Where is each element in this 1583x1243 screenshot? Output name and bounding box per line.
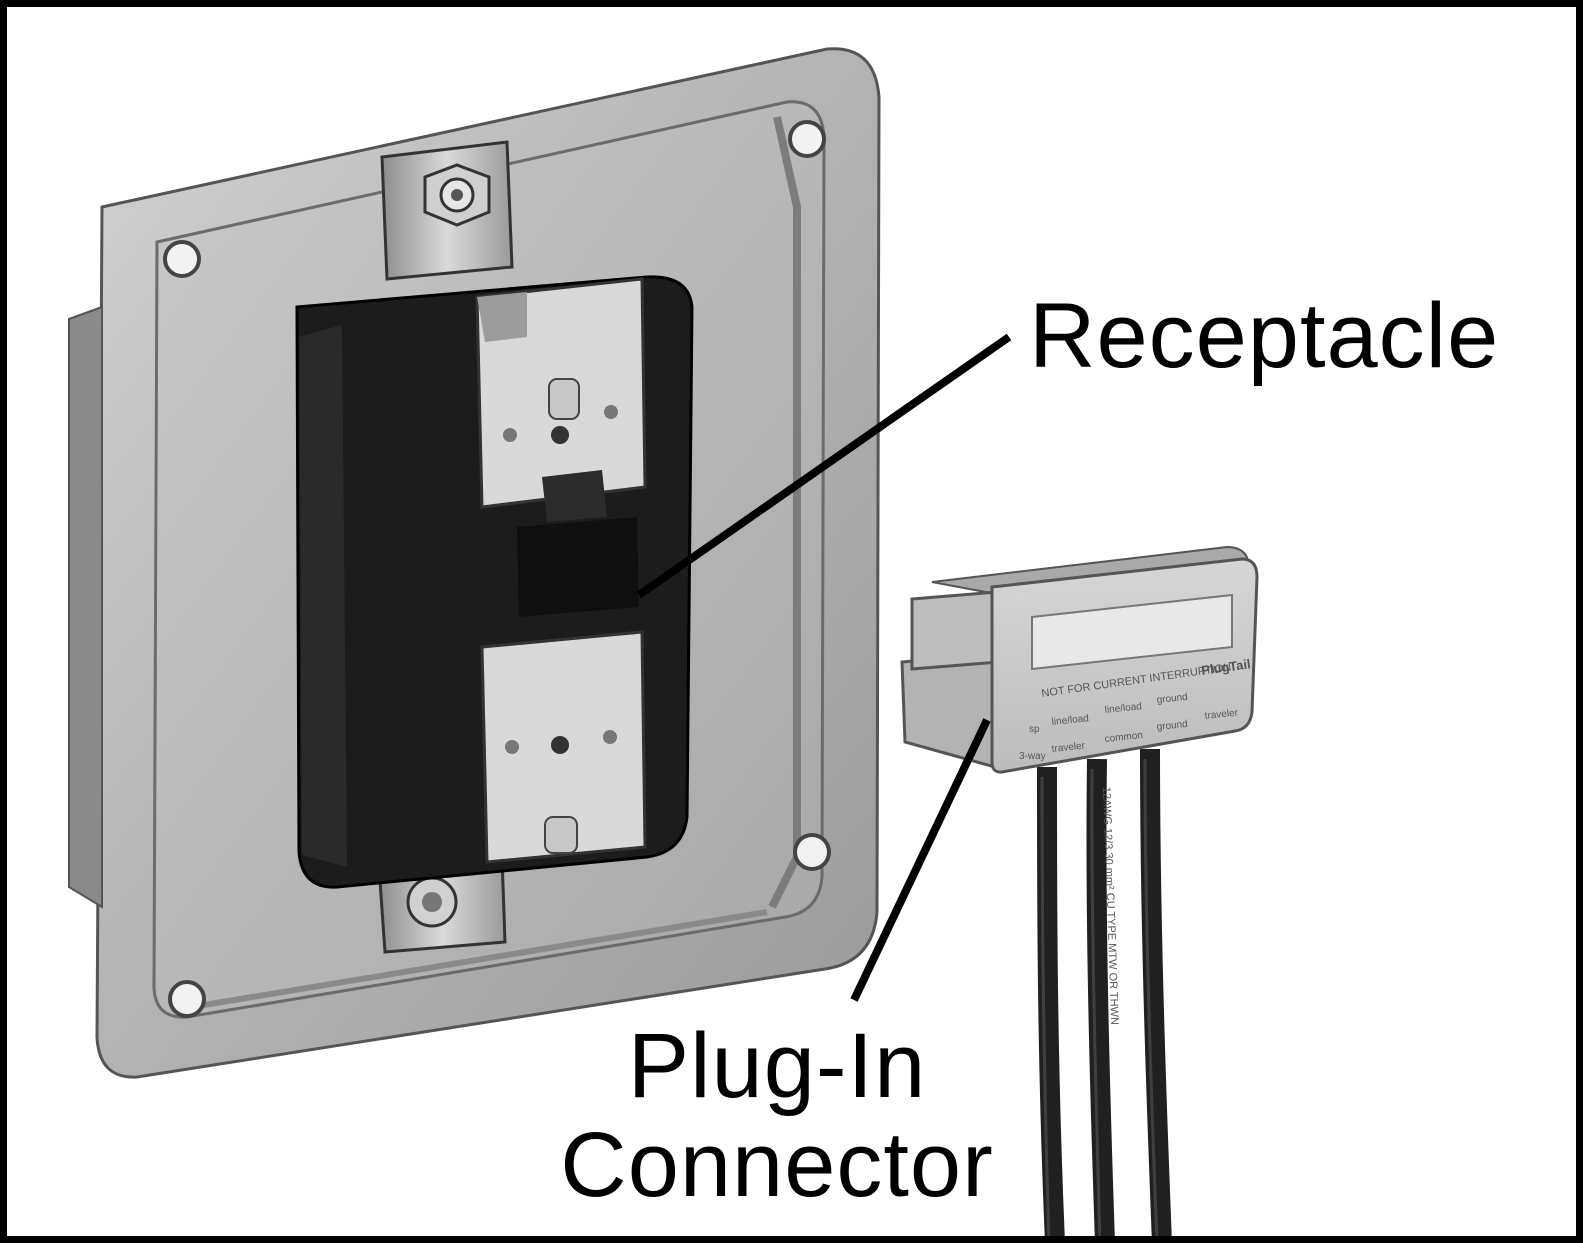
mounting-hole: [793, 833, 831, 871]
plug-in-callout-line1: Plug-In: [627, 1015, 927, 1117]
connector-traveler-text: traveler: [1204, 707, 1239, 721]
receptacle-leader-line: [636, 333, 1012, 599]
connector-ground-text: ground: [1156, 719, 1188, 733]
wire: [1140, 748, 1172, 1236]
plug-in-connector-callout: Plug-In Connector: [527, 1015, 1027, 1217]
connector-3way-text: 3-way: [1019, 751, 1046, 762]
bottom-screw: [406, 876, 458, 928]
connector-lineload-text: line/load: [1051, 713, 1089, 728]
wire: [1037, 766, 1065, 1236]
connector-lineload-text: line/load: [1104, 701, 1142, 716]
mounting-hole: [168, 980, 206, 1018]
product-illustration: NOT FOR CURRENT INTERRUPTION PlugTail sp…: [68, 47, 1259, 1236]
plug-in-callout-line2: Connector: [560, 1114, 994, 1217]
top-terminal-plate: [475, 277, 647, 522]
bottom-terminal-plate: [480, 630, 647, 864]
top-screw: [423, 163, 491, 227]
connector-traveler-text: traveler: [1051, 740, 1086, 754]
receptacle-callout: Receptacle: [1029, 285, 1500, 387]
connector-sp-text: sp: [1029, 724, 1040, 735]
plug-in-leader-line: [850, 718, 991, 1002]
plug-in-connector: NOT FOR CURRENT INTERRUPTION PlugTail sp…: [900, 545, 1259, 774]
mounting-hole: [788, 120, 826, 158]
connector-wires: 12AWG 12/3 30 mm² CU TYPE MTW OR THWN: [1037, 748, 1172, 1236]
connector-common-text: common: [1104, 730, 1143, 745]
mounting-hole: [163, 240, 201, 278]
receptacle-device: [295, 140, 694, 954]
wire: [1086, 758, 1115, 1236]
connector-ground-text: ground: [1156, 692, 1188, 706]
connector-brand-text: PlugTail: [1200, 656, 1251, 678]
